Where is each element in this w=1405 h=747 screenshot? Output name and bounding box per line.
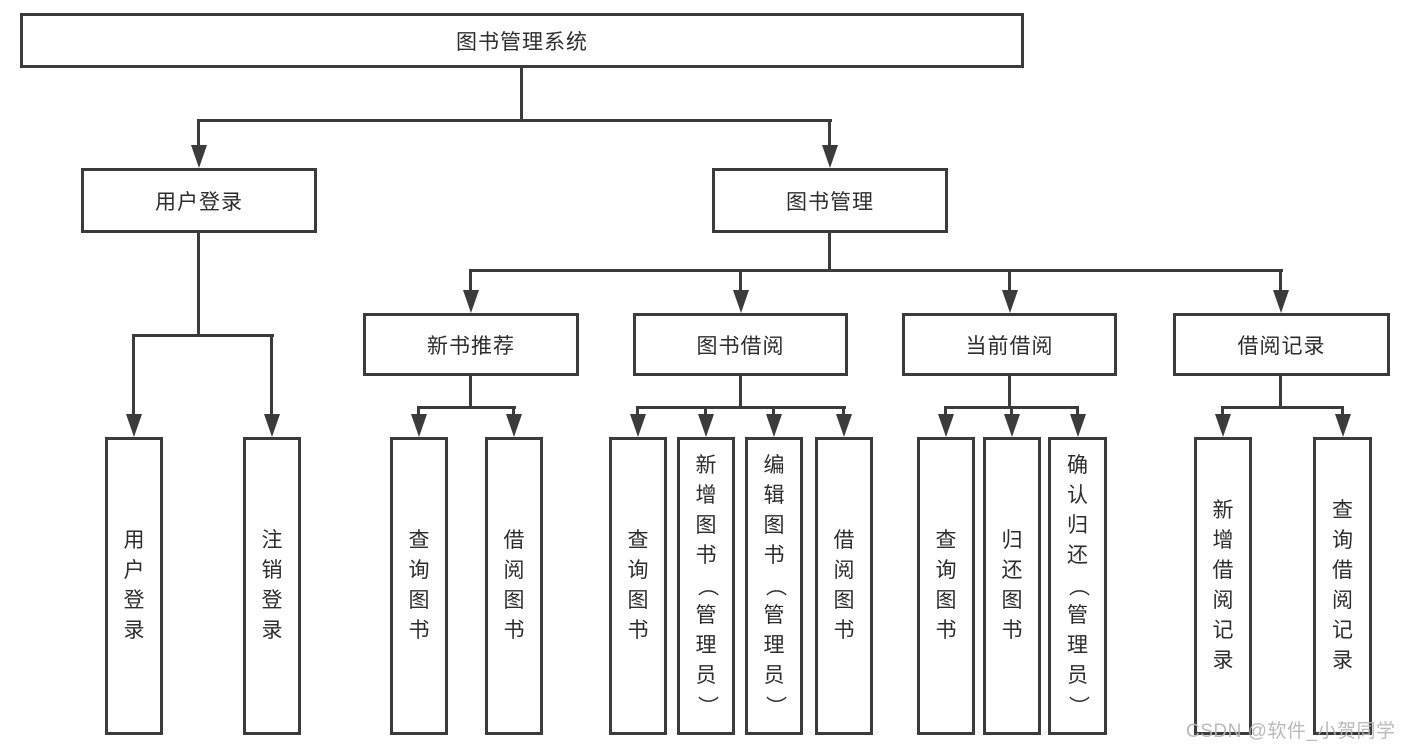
connector-user-login-branch [132, 334, 274, 337]
leaf-records-add-record: 新增借阅记录 [1194, 437, 1252, 735]
connector-current-borrow-trunk [1008, 376, 1011, 408]
connector-drop-user-login [197, 119, 200, 147]
connector-drop-borrow-records [1279, 269, 1282, 292]
leaf-borrow-add-books-admin: 新增图书（管理员） [677, 437, 735, 735]
connector-drop-bb-query [636, 406, 639, 416]
leaf-recommend-borrow-books: 借阅图书 [485, 437, 543, 735]
arrowhead-bb-add [698, 414, 714, 437]
arrowhead-recommend-borrow [506, 414, 522, 437]
watermark: CSDN @软件_小贺同学 [1186, 721, 1396, 742]
leaf-borrow-borrow-books: 借阅图书 [815, 437, 873, 735]
node-new-book-recommend: 新书推荐 [363, 313, 579, 376]
connector-drop-bb-add [704, 406, 707, 416]
arrowhead-recommend-query [411, 414, 427, 437]
connector-drop-bb-borrow [842, 406, 845, 416]
arrowhead-bb-borrow [836, 414, 852, 437]
arrowhead-cb-return [1004, 414, 1020, 437]
arrowhead-bb-edit [766, 414, 782, 437]
node-current-borrow: 当前借阅 [902, 313, 1117, 376]
connector-drop-recommend-borrow [512, 406, 515, 416]
arrowhead-leaf-logout [264, 414, 280, 437]
connector-drop-cb-confirm [1076, 406, 1079, 416]
connector-drop-book-management [828, 119, 831, 147]
arrowhead-leaf-user-login [126, 414, 142, 437]
node-book-borrow: 图书借阅 [633, 313, 848, 376]
arrowhead-cb-query [938, 414, 954, 437]
connector-root-branch [197, 119, 832, 122]
connector-book-borrow-branch [636, 406, 846, 409]
connector-drop-bb-edit [772, 406, 775, 416]
arrowhead-br-add [1215, 414, 1231, 437]
arrowhead-bb-query [630, 414, 646, 437]
leaf-borrow-edit-books-admin: 编辑图书（管理员） [745, 437, 803, 735]
leaf-recommend-query-books: 查询图书 [390, 437, 448, 735]
node-root: 图书管理系统 [20, 13, 1024, 68]
leaf-borrow-query-books: 查询图书 [609, 437, 667, 735]
leaf-current-query-books: 查询图书 [917, 437, 975, 735]
connector-borrow-records-trunk [1279, 376, 1282, 408]
connector-drop-br-add [1221, 406, 1224, 416]
connector-book-borrow-trunk [739, 376, 742, 408]
connector-drop-current-borrow [1008, 269, 1011, 292]
leaf-current-return-books: 归还图书 [983, 437, 1041, 735]
node-user-login: 用户登录 [81, 168, 317, 233]
arrowhead-user-login [191, 145, 207, 168]
leaf-current-confirm-return-admin: 确认归还（管理员） [1048, 437, 1107, 735]
arrowhead-br-query [1335, 414, 1351, 437]
arrowhead-book-management [822, 145, 838, 168]
connector-book-management-trunk [828, 233, 831, 272]
node-borrow-records: 借阅记录 [1173, 313, 1390, 376]
arrowhead-cb-confirm [1070, 414, 1086, 437]
connector-drop-leaf-user-login [132, 334, 135, 416]
connector-drop-new-book-recommend [469, 269, 472, 292]
connector-drop-recommend-query [417, 406, 420, 416]
arrowhead-borrow-records [1273, 290, 1289, 313]
connector-drop-leaf-logout [270, 334, 273, 416]
connector-borrow-records-branch [1221, 406, 1344, 409]
arrowhead-new-book-recommend [463, 290, 479, 313]
leaf-user-login: 用户登录 [105, 437, 163, 735]
connector-drop-cb-return [1010, 406, 1013, 416]
connector-drop-cb-query [944, 406, 947, 416]
connector-drop-br-query [1341, 406, 1344, 416]
connector-book-management-branch [469, 269, 1283, 272]
leaf-logout: 注销登录 [243, 437, 301, 735]
arrowhead-book-borrow [733, 290, 749, 313]
node-book-management: 图书管理 [712, 168, 948, 233]
connector-recommend-branch [417, 406, 516, 409]
connector-user-login-trunk [197, 233, 200, 336]
connector-root-trunk [520, 68, 523, 122]
connector-recommend-trunk [469, 376, 472, 408]
connector-drop-book-borrow [739, 269, 742, 292]
arrowhead-current-borrow [1002, 290, 1018, 313]
leaf-records-query-record: 查询借阅记录 [1313, 437, 1372, 735]
